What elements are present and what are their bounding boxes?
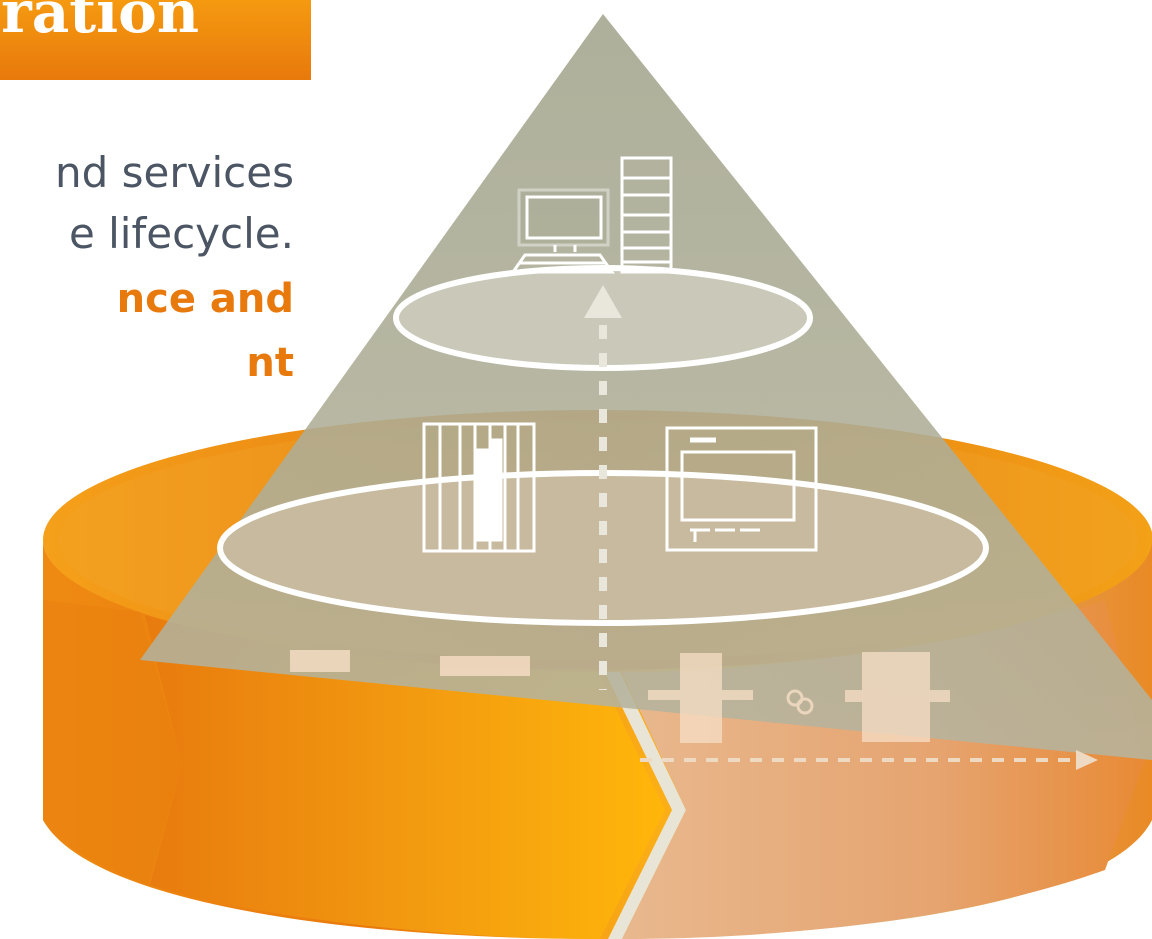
body-line-3: nce and xyxy=(116,276,294,322)
pyramid xyxy=(140,14,1152,760)
hmi-panel-icon xyxy=(665,426,818,552)
vertical-arrow-head xyxy=(584,285,622,318)
link-icon xyxy=(786,689,814,715)
server-tower-icon xyxy=(620,156,673,274)
motor-icon-2 xyxy=(845,652,950,742)
body-line-2: e lifecycle. xyxy=(68,209,294,258)
horizontal-arrow-head xyxy=(1076,750,1098,770)
title-banner: ration xyxy=(0,0,311,80)
motor-icon xyxy=(440,656,530,676)
body-line-4: nt xyxy=(246,340,294,386)
drive-unit-icon xyxy=(290,650,350,672)
body-line-1: nd services xyxy=(55,148,294,197)
converter-icon xyxy=(648,653,753,743)
desktop-computer-icon xyxy=(510,188,615,274)
ring-arrow-left-edge xyxy=(43,600,182,885)
title-text: ration xyxy=(1,0,199,46)
plc-controller-icon xyxy=(422,422,536,553)
upper-level-disc-rim xyxy=(393,265,813,371)
ring-arrow-divider xyxy=(605,672,686,939)
